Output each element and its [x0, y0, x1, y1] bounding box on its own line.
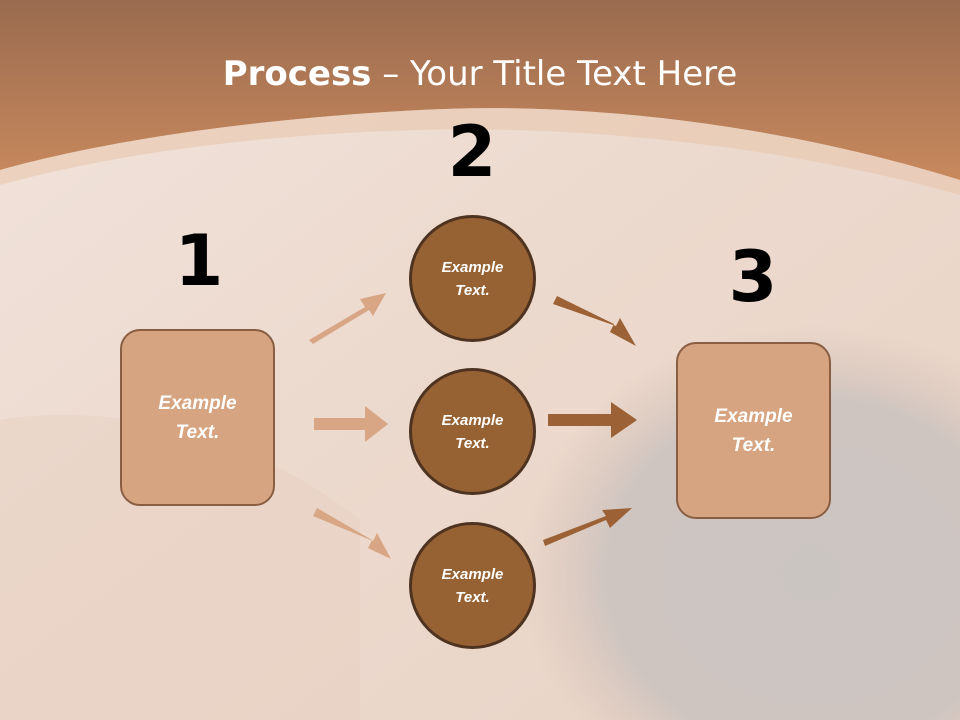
step-2-circle-top: Example Text.	[409, 215, 536, 342]
step-3-label: Example Text.	[714, 405, 793, 456]
arrow-1-to-2a	[309, 293, 386, 344]
arrow-1-to-2b	[314, 406, 388, 442]
header-band	[0, 0, 960, 180]
arrow-1-to-2c	[313, 508, 391, 559]
title-bold-text: Process	[222, 54, 372, 94]
arrow-2b-to-3	[548, 402, 637, 438]
arrow-2c-to-3	[543, 508, 632, 546]
arrow-2a-to-3	[553, 296, 636, 346]
step-1-label: Example Text.	[158, 392, 237, 443]
step-2-label-middle: Example Text.	[441, 411, 504, 452]
slide-title: Process – Your Title Text Here	[0, 52, 960, 96]
step-3-box: Example Text.	[676, 342, 831, 519]
header-swoosh	[0, 108, 960, 195]
step-1-box: Example Text.	[120, 329, 275, 506]
step-2-label-bottom: Example Text.	[441, 565, 504, 606]
step-2-circle-middle: Example Text.	[409, 368, 536, 495]
step-2-label-top: Example Text.	[441, 258, 504, 299]
title-rest-text: – Your Title Text Here	[371, 54, 738, 94]
step-3-number: 3	[728, 236, 778, 318]
step-2-circle-bottom: Example Text.	[409, 522, 536, 649]
step-1-number: 1	[174, 220, 224, 302]
step-2-number: 2	[447, 111, 497, 193]
